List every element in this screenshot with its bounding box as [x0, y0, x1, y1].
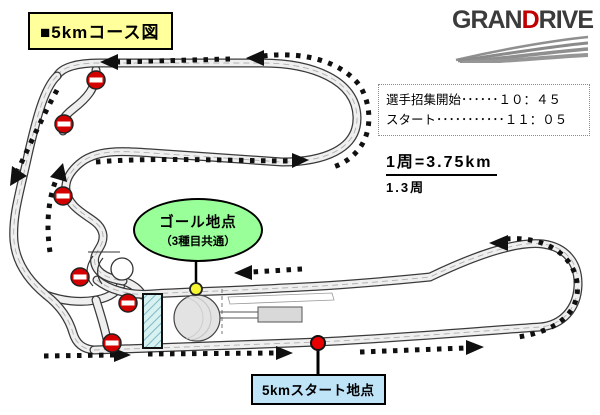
- dotted-arrow-icon: [147, 350, 277, 357]
- no-entry-icon: [86, 70, 106, 90]
- road-fan-icon: [455, 35, 589, 63]
- logo-wordmark: GRANDRIVE: [452, 6, 594, 34]
- schedule-line2: スタート･･･････････１１：０５: [386, 113, 568, 127]
- start-point-label: 5kmスタート地点: [251, 374, 386, 405]
- grandrive-logo: GRANDRIVE: [452, 6, 594, 63]
- logo-part1: GRAN: [452, 6, 523, 34]
- no-entry-signs: [53, 70, 138, 353]
- goal-point-callout: ゴール地点 （3種目共通）: [133, 198, 263, 262]
- dotted-arrow-icon: [262, 52, 372, 171]
- logo-part3: RIVE: [538, 6, 594, 34]
- goal-label: ゴール地点: [159, 215, 237, 231]
- lap-count: 1.3周: [386, 180, 426, 195]
- dotted-arrow-icon: [505, 236, 580, 340]
- goal-sublabel: （3種目共通）: [160, 236, 236, 248]
- rect-building: [257, 306, 303, 323]
- goal-point-marker: [189, 282, 203, 296]
- schedule-line1: 選手招集開始･･････１０：４５: [386, 93, 562, 107]
- round-structure: [110, 257, 134, 281]
- dotted-arrow-icon: [15, 88, 60, 172]
- no-entry-icon: [70, 267, 90, 287]
- side-lane: [227, 292, 335, 305]
- no-entry-icon: [118, 293, 138, 313]
- page-title: ■5kmコース図: [28, 12, 174, 50]
- hatched-building: [142, 293, 163, 349]
- facility-structures: [86, 251, 335, 349]
- start-point-marker: [310, 335, 326, 351]
- schedule-box: 選手招集開始･･････１０：４５ スタート･･･････････１１：０５: [378, 84, 590, 136]
- dotted-arrow-icon: [43, 352, 115, 359]
- no-entry-icon: [54, 114, 74, 134]
- dotted-arrow-icon: [45, 179, 59, 253]
- dotted-arrow-icon: [251, 266, 303, 275]
- direction-arrows: [10, 50, 580, 362]
- dotted-arrow-icon: [117, 56, 231, 65]
- lap-distance: 1周=3.75km: [386, 148, 497, 176]
- no-entry-icon: [102, 333, 122, 353]
- no-entry-icon: [53, 186, 73, 206]
- dotted-arrow-icon: [359, 345, 467, 355]
- mini-course-arc: [97, 257, 104, 285]
- tank-building: [173, 294, 221, 342]
- logo-part2: D: [521, 6, 540, 34]
